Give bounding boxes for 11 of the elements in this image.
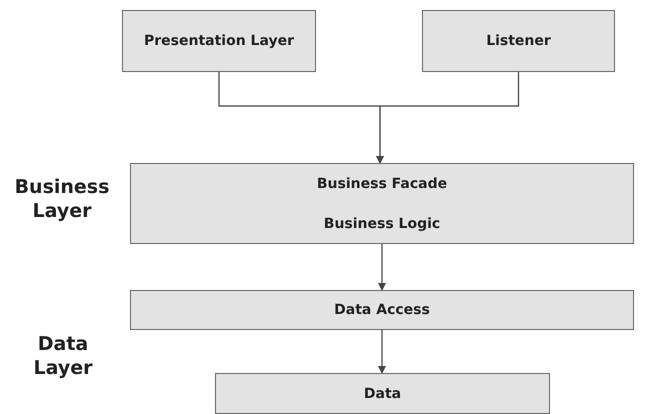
layer-box: Data Access [130, 290, 634, 330]
layer-box: Business Facade [130, 163, 634, 204]
arrow [376, 72, 520, 164]
arrow [378, 330, 386, 374]
arrow [378, 244, 386, 291]
layer-label: Data Layer [32, 333, 94, 380]
layer-box: Listener [422, 10, 615, 72]
layer-box: Presentation Layer [122, 10, 316, 72]
layer-label: Business Layer [14, 176, 110, 224]
layer-box: Business Logic [130, 204, 634, 244]
layer-box: Data [215, 373, 550, 414]
